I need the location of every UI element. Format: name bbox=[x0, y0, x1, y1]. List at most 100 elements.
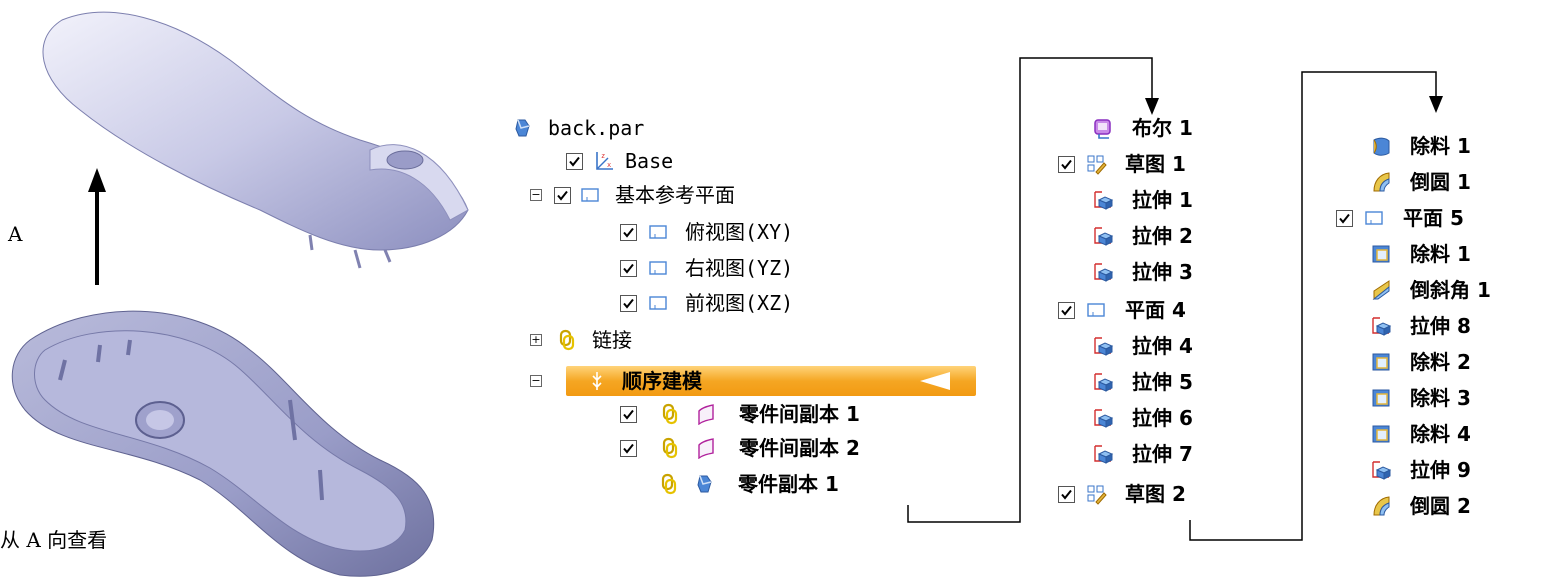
tree-item-ref-planes[interactable]: − 基本参考平面 bbox=[530, 181, 735, 209]
list3-item[interactable]: 除料 1 bbox=[1370, 132, 1471, 160]
list2-item[interactable]: 平面 4 bbox=[1058, 296, 1186, 324]
checkbox[interactable] bbox=[620, 405, 637, 423]
plane-icon bbox=[649, 261, 667, 275]
list2-label: 拉伸 1 bbox=[1132, 188, 1193, 212]
list2-item[interactable]: 拉伸 6 bbox=[1092, 404, 1193, 432]
list2-item[interactable]: 草图 2 bbox=[1058, 480, 1186, 508]
checkbox[interactable] bbox=[1058, 155, 1075, 173]
list3-item[interactable]: 除料 3 bbox=[1370, 384, 1471, 412]
tree-item-sequential[interactable]: − 顺序建模 bbox=[530, 367, 702, 395]
coordinate-system-icon: zx bbox=[596, 152, 613, 170]
link-icon bbox=[662, 437, 678, 459]
extrude-icon bbox=[1094, 445, 1114, 464]
list3-label: 倒圆 2 bbox=[1410, 494, 1471, 518]
list3-label: 倒斜角 1 bbox=[1410, 278, 1491, 302]
plane-icon bbox=[649, 225, 667, 239]
part-icon bbox=[515, 119, 530, 137]
list2-item[interactable]: 拉伸 4 bbox=[1092, 332, 1193, 360]
list3-item[interactable]: 除料 4 bbox=[1370, 420, 1471, 448]
cutout-icon bbox=[1372, 425, 1390, 443]
checkbox[interactable] bbox=[620, 294, 637, 312]
tree-item-copy-1[interactable]: 零件间副本 1 bbox=[620, 400, 860, 428]
cutout-icon bbox=[1372, 245, 1390, 263]
list3-label: 除料 1 bbox=[1410, 134, 1471, 158]
link-icon bbox=[559, 329, 575, 351]
list3-item[interactable]: 倒圆 1 bbox=[1370, 168, 1471, 196]
round-icon bbox=[1373, 496, 1390, 516]
part-exterior-view bbox=[42, 11, 469, 269]
checkbox[interactable] bbox=[620, 223, 637, 241]
extrude-icon bbox=[1094, 409, 1114, 428]
collapse-icon[interactable]: − bbox=[530, 374, 542, 387]
list2-item[interactable]: 布尔 1 bbox=[1092, 114, 1193, 142]
extrude-icon bbox=[1372, 317, 1392, 336]
plane-icon bbox=[649, 296, 667, 310]
chamfer-icon bbox=[1372, 280, 1390, 301]
tree-root[interactable]: back.par bbox=[512, 114, 644, 142]
list3-label: 拉伸 8 bbox=[1410, 314, 1471, 338]
list3-item[interactable]: 平面 5 bbox=[1336, 204, 1464, 232]
checkbox[interactable] bbox=[620, 259, 637, 277]
list2-item[interactable]: 草图 1 bbox=[1058, 150, 1186, 178]
list2-label: 平面 4 bbox=[1125, 298, 1186, 322]
list3-item[interactable]: 倒圆 2 bbox=[1370, 492, 1471, 520]
plane-icon bbox=[581, 188, 599, 202]
round-icon bbox=[1373, 172, 1390, 192]
extrude-icon bbox=[1094, 337, 1114, 356]
list3-item[interactable]: 拉伸 8 bbox=[1370, 312, 1471, 340]
list3-item[interactable]: 除料 1 bbox=[1370, 240, 1471, 268]
extrude-icon bbox=[1372, 461, 1392, 480]
list3-label: 拉伸 9 bbox=[1410, 458, 1471, 482]
plane-yz-label: 右视图(YZ) bbox=[685, 256, 794, 280]
checkbox[interactable] bbox=[566, 152, 583, 170]
checkbox[interactable] bbox=[554, 186, 571, 204]
list3-item[interactable]: 倒斜角 1 bbox=[1370, 276, 1491, 304]
list2-item[interactable]: 拉伸 3 bbox=[1092, 258, 1193, 286]
collapse-icon[interactable]: − bbox=[530, 188, 542, 201]
extrude-icon bbox=[1094, 227, 1114, 246]
expand-icon[interactable]: + bbox=[530, 333, 542, 346]
list3-item[interactable]: 拉伸 9 bbox=[1370, 456, 1471, 484]
plane-icon bbox=[1087, 303, 1105, 317]
copy-1-label: 零件间副本 1 bbox=[739, 402, 860, 426]
list3-label: 倒圆 1 bbox=[1410, 170, 1471, 194]
part-icon bbox=[697, 475, 712, 493]
link-icon bbox=[662, 403, 678, 425]
boolean-icon bbox=[1094, 119, 1111, 139]
svg-text:z: z bbox=[601, 152, 605, 160]
ref-planes-label: 基本参考平面 bbox=[615, 183, 735, 207]
list2-item[interactable]: 拉伸 1 bbox=[1092, 186, 1193, 214]
links-label: 链接 bbox=[592, 328, 632, 352]
checkbox[interactable] bbox=[620, 439, 637, 457]
list3-item[interactable]: 除料 2 bbox=[1370, 348, 1471, 376]
tree-item-plane-xy[interactable]: 俯视图(XY) bbox=[620, 218, 793, 246]
part-interior-view bbox=[11, 310, 435, 577]
tree-item-copy-3[interactable]: 零件副本 1 bbox=[658, 470, 839, 498]
extrude-icon bbox=[1094, 373, 1114, 392]
list3-label: 平面 5 bbox=[1403, 206, 1464, 230]
list2-label: 拉伸 6 bbox=[1132, 406, 1193, 430]
tree-item-plane-yz[interactable]: 右视图(YZ) bbox=[620, 254, 793, 282]
copy-2-label: 零件间副本 2 bbox=[739, 436, 860, 460]
list2-item[interactable]: 拉伸 7 bbox=[1092, 440, 1193, 468]
tree-item-copy-2[interactable]: 零件间副本 2 bbox=[620, 434, 860, 462]
list2-label: 草图 2 bbox=[1125, 482, 1186, 506]
list2-label: 布尔 1 bbox=[1132, 116, 1193, 140]
sketch-icon bbox=[1087, 155, 1107, 175]
list2-item[interactable]: 拉伸 5 bbox=[1092, 368, 1193, 396]
list3-label: 除料 1 bbox=[1410, 242, 1471, 266]
checkbox[interactable] bbox=[1058, 485, 1075, 503]
tree-item-plane-xz[interactable]: 前视图(XZ) bbox=[620, 289, 793, 317]
sequential-label: 顺序建模 bbox=[622, 369, 702, 393]
tree-item-links[interactable]: + 链接 bbox=[530, 326, 632, 354]
base-label: Base bbox=[625, 149, 674, 173]
list2-label: 拉伸 5 bbox=[1132, 370, 1193, 394]
checkbox[interactable] bbox=[1336, 209, 1353, 227]
list2-label: 拉伸 7 bbox=[1132, 442, 1193, 466]
list2-label: 草图 1 bbox=[1125, 152, 1186, 176]
list2-item[interactable]: 拉伸 2 bbox=[1092, 222, 1193, 250]
sequential-modeling-bar[interactable] bbox=[566, 366, 976, 396]
link-icon bbox=[661, 473, 677, 495]
checkbox[interactable] bbox=[1058, 301, 1075, 319]
